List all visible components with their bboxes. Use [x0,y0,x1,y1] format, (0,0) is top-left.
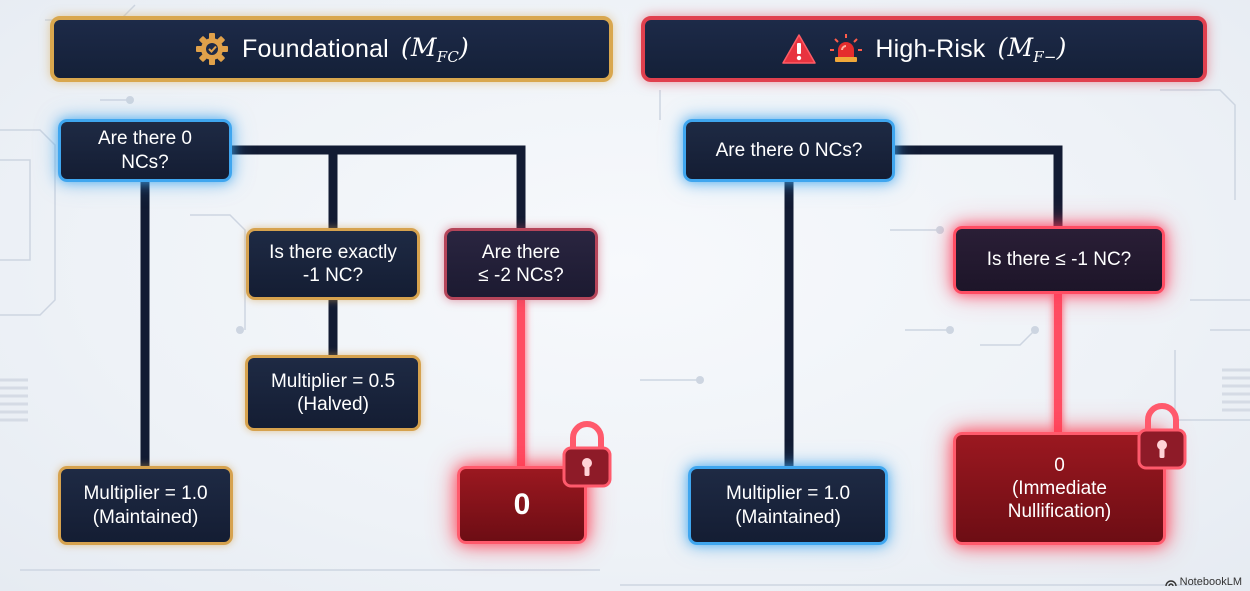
node-high-risk-nullification-result: 0 (Immediate Nullification) [953,432,1166,545]
warning-icon [782,34,817,64]
gear-icon [195,33,228,65]
lock-icon [562,421,612,488]
header-foundational: Foundational (MFC) [50,16,613,82]
node-high-risk-zero-ncs-question: Are there 0 NCs? [683,119,895,182]
node-foundational-zero-ncs-question: Are there 0 NCs? [58,119,232,182]
siren-icon [830,34,863,62]
node-high-risk-one-or-more-nc-question: Is there ≤ -1 NC? [953,226,1165,294]
node-foundational-zero-result: 0 [457,466,587,544]
header-high-risk-symbol: (MF−) [997,32,1067,66]
node-high-risk-maintained-result: Multiplier = 1.0 (Maintained) [688,466,888,545]
node-foundational-exactly-one-nc-question: Is there exactly -1 NC? [246,228,420,300]
header-high-risk: High-Risk (MF−) [641,16,1207,82]
footer-brand: NotebookLM [1164,576,1242,588]
node-foundational-two-or-more-ncs-question: Are there ≤ -2 NCs? [444,228,598,300]
notebooklm-logo-icon [1164,579,1177,586]
lock-icon-high-risk [1137,403,1187,470]
header-foundational-symbol: (MFC) [400,32,469,66]
node-foundational-maintained-result: Multiplier = 1.0 (Maintained) [58,466,233,545]
node-foundational-halved-result: Multiplier = 0.5 (Halved) [245,355,421,431]
header-foundational-label: Foundational [241,34,389,63]
header-high-risk-label: High-Risk [875,34,986,63]
